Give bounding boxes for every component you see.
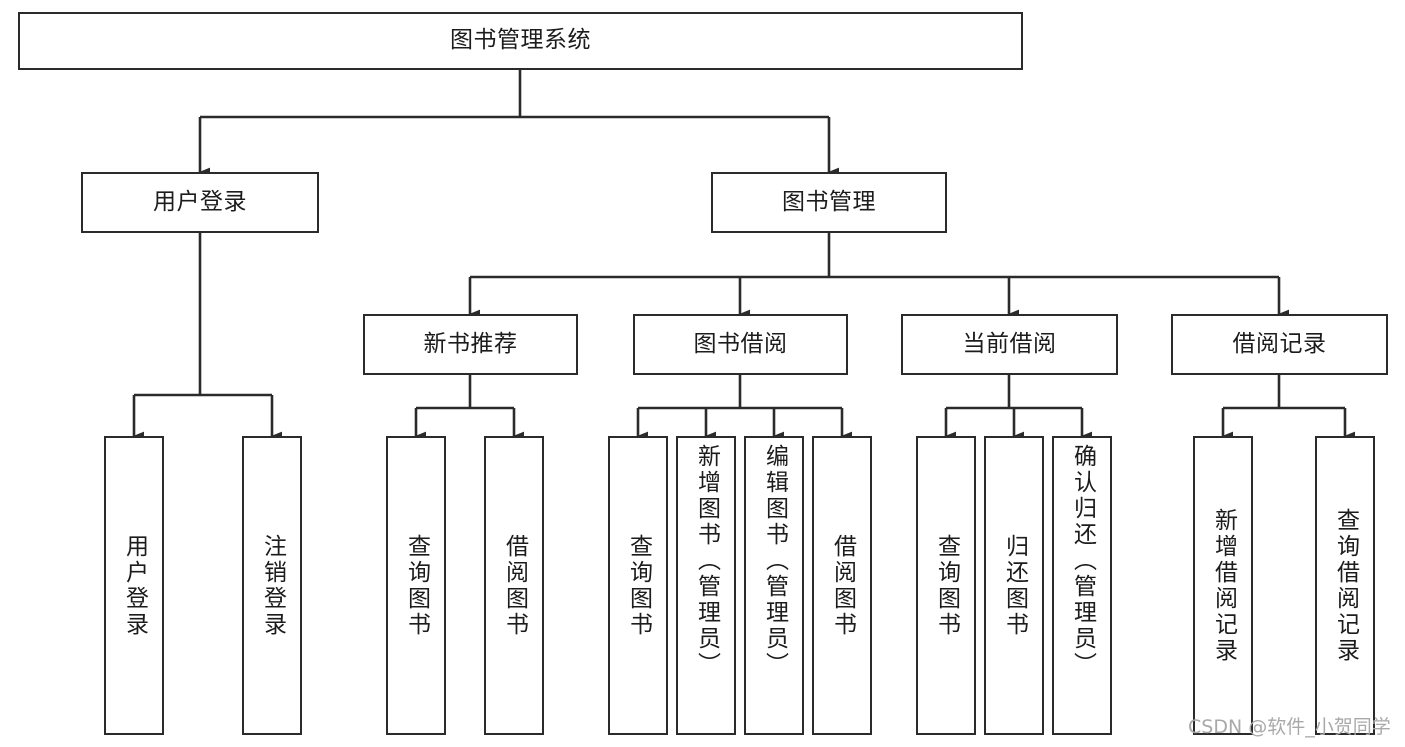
node-label: 借阅记录 (1232, 330, 1327, 357)
node-current-borrow[interactable]: 当前借阅 (901, 314, 1118, 375)
node-label: 借阅图书 (829, 533, 856, 638)
node-label: 借阅图书 (501, 533, 528, 638)
node-label: 查询借阅记录 (1332, 507, 1359, 664)
node-label: 图书管理系统 (450, 27, 591, 54)
leaf-leaf-logout[interactable]: 注销登录 (242, 436, 302, 735)
node-label: 注销登录 (259, 533, 286, 638)
node-book-manage[interactable]: 图书管理 (711, 172, 947, 233)
leaf-leaf-query-book-2[interactable]: 查询图书 (608, 436, 668, 735)
node-label: 查询图书 (403, 533, 430, 638)
node-label: 编辑图书（管理员） (761, 444, 788, 678)
leaf-leaf-edit-book[interactable]: 编辑图书（管理员） (744, 436, 804, 735)
node-label: 新书推荐 (423, 330, 518, 357)
node-label: 图书借阅 (693, 330, 788, 357)
node-label: 新增图书（管理员） (693, 444, 720, 678)
leaf-leaf-add-record[interactable]: 新增借阅记录 (1193, 436, 1253, 735)
node-label: 确认归还（管理员） (1069, 444, 1096, 678)
node-label: 查询图书 (625, 533, 652, 638)
node-borrow-record[interactable]: 借阅记录 (1171, 314, 1388, 375)
node-label: 用户登录 (153, 188, 247, 215)
node-root[interactable]: 图书管理系统 (18, 12, 1023, 70)
leaf-leaf-borrow-book-2[interactable]: 借阅图书 (812, 436, 872, 735)
node-label: 新增借阅记录 (1210, 507, 1237, 664)
leaf-leaf-borrow-book-1[interactable]: 借阅图书 (484, 436, 544, 735)
leaf-leaf-query-book-3[interactable]: 查询图书 (916, 436, 976, 735)
node-book-borrow[interactable]: 图书借阅 (633, 314, 848, 375)
node-user-login[interactable]: 用户登录 (81, 172, 319, 233)
node-label: 图书管理 (782, 188, 876, 215)
leaf-leaf-return-book[interactable]: 归还图书 (984, 436, 1044, 735)
node-label: 查询图书 (933, 533, 960, 638)
leaf-leaf-user-login[interactable]: 用户登录 (104, 436, 164, 735)
node-label: 归还图书 (1001, 533, 1028, 638)
node-label: 当前借阅 (962, 330, 1057, 357)
connector-group (132, 70, 1356, 441)
node-label: 用户登录 (121, 533, 148, 638)
leaf-leaf-query-book-1[interactable]: 查询图书 (386, 436, 446, 735)
leaf-leaf-confirm-ret[interactable]: 确认归还（管理员） (1052, 436, 1112, 735)
node-new-book-rec[interactable]: 新书推荐 (363, 314, 578, 375)
leaf-leaf-query-record[interactable]: 查询借阅记录 (1315, 436, 1375, 735)
leaf-leaf-add-book[interactable]: 新增图书（管理员） (676, 436, 736, 735)
